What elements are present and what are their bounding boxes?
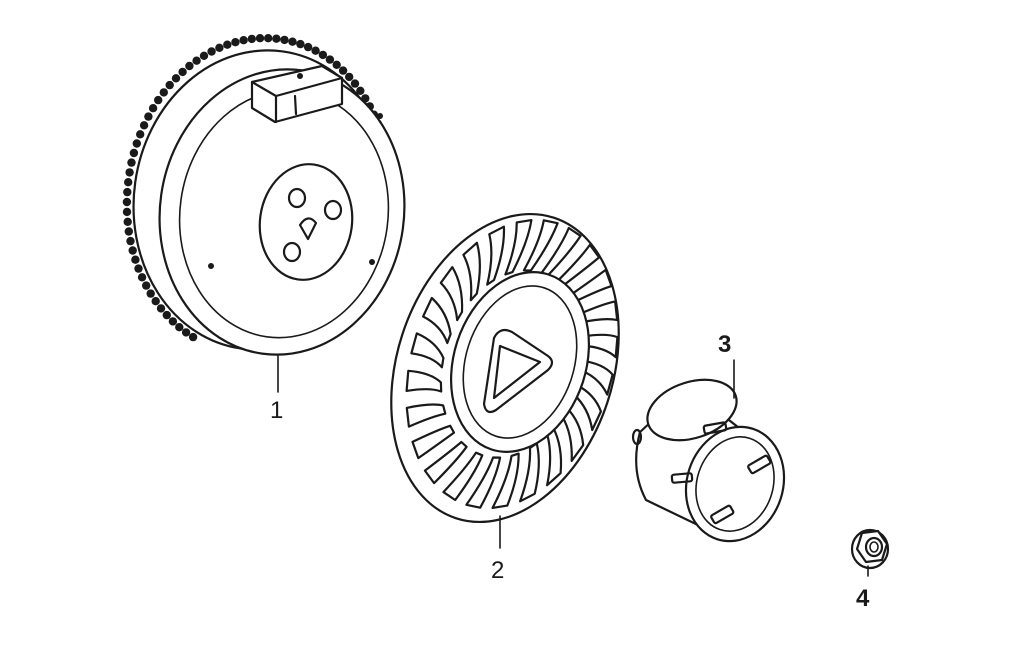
starter-pulley-icon [631, 359, 786, 543]
callout-label-4: 4 [856, 585, 870, 612]
cooling-fan-icon [390, 212, 620, 549]
callout-label-2: 2 [491, 557, 504, 584]
callout-label-1: 1 [270, 397, 283, 424]
flywheel-icon [122, 34, 406, 393]
flange-nut-icon [850, 528, 890, 577]
callout-label-3: 3 [718, 331, 731, 358]
